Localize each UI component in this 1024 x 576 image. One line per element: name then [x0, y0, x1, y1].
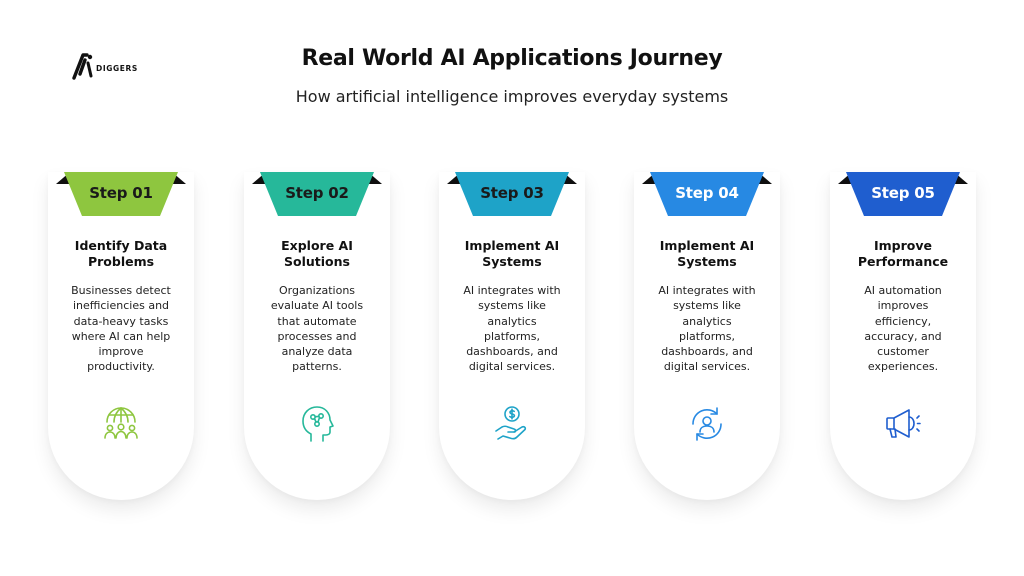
step-description: AI automation improves efficiency, accur…	[864, 284, 942, 374]
step-label: Step 02	[285, 184, 349, 202]
step-card-2: Step 02 Explore AI Solutions Organizatio…	[242, 172, 392, 512]
step-banner: Step 04	[642, 172, 772, 216]
step-card-5: Step 05 Improve Performance AI automatio…	[828, 172, 978, 512]
user-refresh-icon	[687, 404, 727, 444]
brand-logo-mark	[72, 53, 93, 80]
step-card-background	[830, 172, 976, 500]
page-title: Real World AI Applications Journey	[301, 46, 723, 71]
step-banner: Step 01	[56, 172, 186, 216]
megaphone-icon	[883, 404, 923, 444]
step-card-background	[48, 172, 194, 500]
step-label: Step 01	[89, 184, 153, 202]
brand-name: DIGGERS	[96, 64, 138, 73]
step-description: Organizations evaluate AI tools that aut…	[270, 284, 364, 374]
step-card-background	[244, 172, 390, 500]
step-heading: Identify Data Problems	[74, 238, 168, 269]
step-card-4: Step 04 Implement AI Systems AI integrat…	[632, 172, 782, 512]
step-label: Step 03	[480, 184, 544, 202]
ai-head-icon	[297, 404, 337, 444]
step-card-1: Step 01 Identify Data Problems Businesse…	[46, 172, 196, 512]
step-banner: Step 02	[252, 172, 382, 216]
step-description: AI integrates with systems like analytic…	[658, 284, 756, 374]
step-heading: Implement AI Systems	[659, 238, 755, 269]
brand-logo: DIGGERS	[72, 52, 162, 84]
step-card-background	[634, 172, 780, 500]
step-card-3: Step 03 Implement AI Systems AI integrat…	[437, 172, 587, 512]
step-label: Step 04	[675, 184, 739, 202]
step-banner: Step 03	[447, 172, 577, 216]
globe-people-icon	[101, 404, 141, 444]
hand-coin-icon	[492, 404, 532, 444]
step-banner: Step 05	[838, 172, 968, 216]
step-description: Businesses detect inefficiencies and dat…	[71, 284, 171, 374]
step-card-background	[439, 172, 585, 500]
step-description: AI integrates with systems like analytic…	[463, 284, 561, 374]
step-heading: Improve Performance	[857, 238, 949, 269]
step-heading: Implement AI Systems	[464, 238, 560, 269]
step-label: Step 05	[871, 184, 935, 202]
page-subtitle: How artificial intelligence improves eve…	[295, 87, 729, 106]
step-heading: Explore AI Solutions	[281, 238, 353, 269]
